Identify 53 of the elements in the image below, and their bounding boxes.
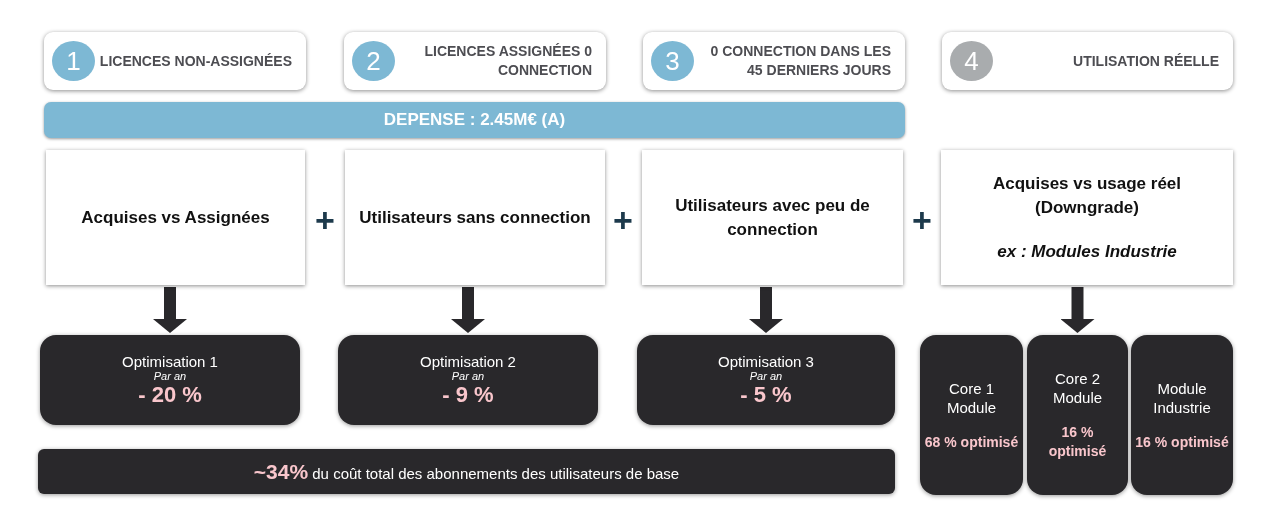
summary-banner bbox=[38, 449, 895, 494]
period-text: Par an bbox=[749, 369, 783, 382]
category-card bbox=[941, 150, 1233, 285]
category-card bbox=[345, 150, 605, 285]
step-number-badge: 1 bbox=[52, 41, 95, 81]
step-number-badge: 3 bbox=[651, 41, 694, 81]
down-arrow bbox=[1060, 287, 1095, 333]
example-text: ex : Modules Industrie bbox=[997, 240, 1177, 263]
optimisation-title: Optimisation 1 bbox=[122, 352, 218, 370]
period-text: Par an bbox=[153, 369, 187, 382]
step-card bbox=[643, 32, 905, 90]
plus-sign: + bbox=[314, 203, 336, 237]
plus-sign: + bbox=[911, 203, 933, 237]
optimisation-card bbox=[338, 335, 598, 425]
step-card bbox=[344, 32, 606, 90]
optimisation-card bbox=[40, 335, 300, 425]
optimised-percentage: 68 % optimisé bbox=[924, 432, 1019, 452]
module-card bbox=[1131, 335, 1233, 495]
category-card bbox=[46, 150, 305, 285]
spending-text: DEPENSE : 2.45M€ (A) bbox=[383, 110, 566, 130]
category-title: Utilisateurs avec peu de connection bbox=[674, 194, 871, 241]
module-name: Module Industrie bbox=[1152, 378, 1212, 417]
module-card bbox=[920, 335, 1023, 495]
step-number-badge: 4 bbox=[950, 41, 993, 81]
step-number-badge: 2 bbox=[352, 41, 395, 81]
percentage-value: - 9 % bbox=[442, 381, 494, 408]
category-title: Acquises vs usage réel (Downgrade) bbox=[991, 172, 1182, 219]
step-card bbox=[942, 32, 1233, 90]
category-title: Acquises vs Assignées bbox=[81, 206, 270, 229]
step-title: LICENCES ASSIGNÉES 0 CONNECTION bbox=[423, 42, 592, 80]
category-card bbox=[642, 150, 903, 285]
module-card bbox=[1027, 335, 1128, 495]
module-name: Core 2 Module bbox=[1051, 369, 1104, 407]
percentage-value: - 20 % bbox=[138, 381, 202, 408]
percentage-value: - 5 % bbox=[740, 381, 792, 408]
step-title: 0 CONNECTION DANS LES 45 DERNIERS JOURS bbox=[709, 42, 891, 80]
down-arrow bbox=[749, 287, 783, 333]
category-title: Utilisateurs sans connection bbox=[359, 206, 591, 229]
step-card bbox=[44, 32, 306, 90]
optimised-percentage: 16 % optimisé bbox=[1135, 432, 1229, 452]
spending-banner bbox=[44, 102, 905, 138]
step-title: UTILISATION RÉELLE bbox=[1073, 51, 1219, 71]
optimised-percentage: 16 % optimisé bbox=[1047, 423, 1108, 461]
module-name: Core 1 Module bbox=[945, 378, 998, 417]
down-arrow bbox=[451, 287, 485, 333]
down-arrow bbox=[153, 287, 187, 333]
period-text: Par an bbox=[451, 369, 485, 382]
optimisation-title: Optimisation 3 bbox=[718, 352, 814, 370]
optimisation-card bbox=[637, 335, 895, 425]
step-title: LICENCES NON-ASSIGNÉES bbox=[99, 51, 292, 71]
optimisation-title: Optimisation 2 bbox=[420, 352, 516, 370]
plus-sign: + bbox=[612, 203, 634, 237]
summary-text: ~34% du coût total des abonnements des utilisateurs de base bbox=[253, 459, 680, 484]
